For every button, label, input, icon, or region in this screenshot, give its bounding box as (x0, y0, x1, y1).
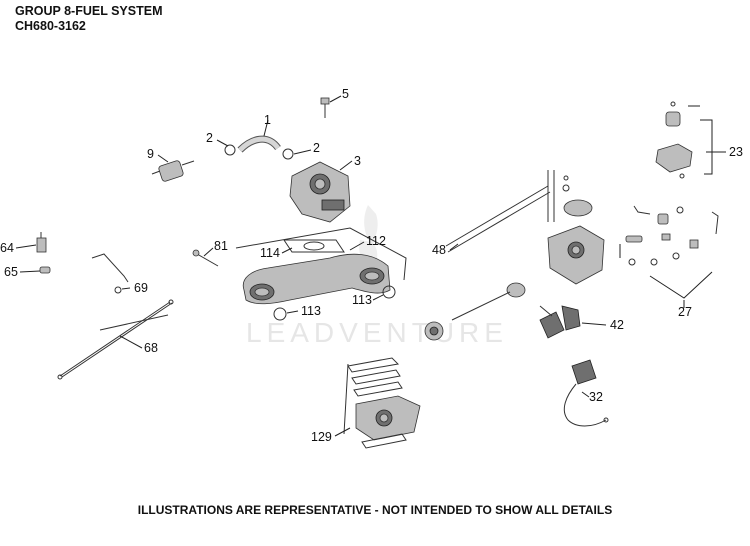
wire-harness-part[interactable] (57, 299, 174, 380)
o-ring-part[interactable] (273, 285, 396, 321)
model-number: CH680-3162 (15, 19, 86, 33)
watermark-text: LEADVENTURE (246, 317, 508, 348)
callout-9: 9 (147, 147, 154, 161)
intake-manifold-part[interactable] (235, 227, 407, 305)
callout-1: 1 (264, 113, 271, 127)
carburetor-part[interactable] (343, 357, 421, 449)
callout-112: 112 (366, 234, 386, 248)
callout-5: 5 (342, 87, 349, 101)
fitting-kit-part[interactable] (619, 205, 719, 299)
callout-65: 65 (4, 265, 18, 279)
linkage-part[interactable] (91, 253, 129, 294)
fuel-pump-part[interactable] (289, 161, 351, 223)
watermark: LEADVENTURE (246, 205, 508, 348)
callout-3: 3 (354, 154, 361, 168)
pin-part[interactable] (39, 266, 51, 274)
sensor-part[interactable] (563, 359, 609, 427)
callout-labels: 1 2 2 3 5 9 23 27 32 42 48 64 65 68 69 8… (0, 87, 743, 444)
callout-113-right: 113 (352, 293, 372, 307)
disclaimer-footer: ILLUSTRATIONS ARE REPRESENTATIVE - NOT I… (137, 503, 613, 517)
callout-2-right: 2 (313, 141, 320, 155)
valve-kit-part[interactable] (655, 101, 713, 179)
callout-81: 81 (214, 239, 228, 253)
diagram-title: GROUP 8-FUEL SYSTEM (15, 4, 163, 18)
fuel-pump-assembly-part[interactable] (424, 170, 605, 341)
fuel-hose-part[interactable] (237, 135, 281, 153)
bolt-part[interactable] (192, 249, 219, 267)
callout-2-left: 2 (206, 131, 213, 145)
hose-clamp-part[interactable] (224, 144, 294, 160)
callout-114: 114 (260, 246, 280, 260)
callout-42: 42 (610, 318, 624, 332)
callout-23: 23 (729, 145, 743, 159)
callout-32: 32 (589, 390, 603, 404)
callout-27: 27 (678, 305, 692, 319)
callout-68: 68 (144, 341, 158, 355)
connector-part[interactable] (539, 305, 581, 339)
callout-64: 64 (0, 241, 14, 255)
leader-lines (15, 95, 726, 437)
fitting-part[interactable] (36, 232, 47, 253)
callout-113-left: 113 (301, 304, 321, 318)
gasket-part[interactable] (283, 239, 345, 253)
callout-129: 129 (311, 430, 332, 444)
callout-69: 69 (134, 281, 148, 295)
screw-part[interactable] (320, 97, 330, 118)
fuel-filter-part[interactable] (151, 160, 195, 182)
callout-48: 48 (432, 243, 446, 257)
